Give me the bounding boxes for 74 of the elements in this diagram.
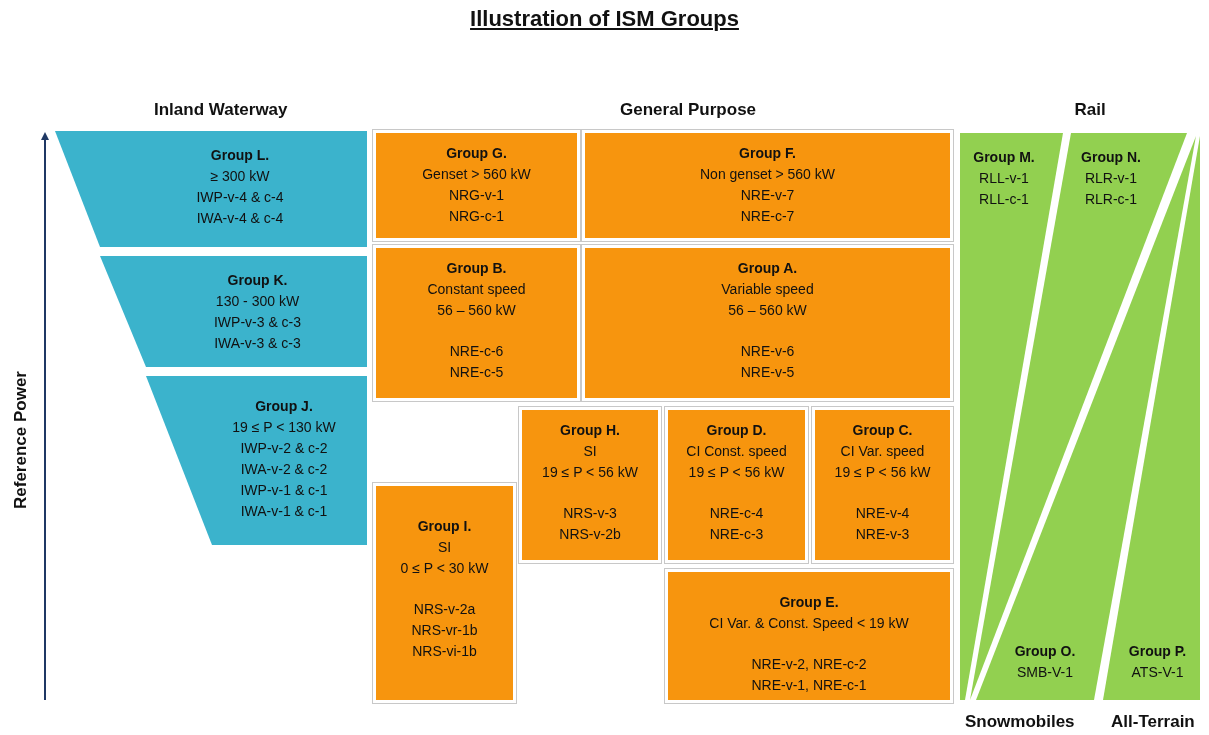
group-heading: Group C. (851, 421, 914, 440)
group-heading: Group E. (778, 593, 840, 612)
group-text: SI (582, 442, 598, 461)
group-text: NRE-v-5 (739, 363, 796, 382)
group-text: NRS-v-2b (558, 525, 622, 544)
group-heading: Group O. (1013, 642, 1077, 661)
group-text: IWP-v-2 & c-2 (239, 439, 329, 458)
group-text: NRE-c-6 (448, 342, 505, 361)
group-text: NRE-v-3 (854, 525, 911, 544)
group-text: NRE-v-2, NRE-c-2 (750, 655, 868, 674)
group-text: 19 ≤ P < 130 kW (231, 418, 337, 437)
group-text: Variable speed (720, 280, 815, 299)
column-heading: General Purpose (620, 100, 757, 120)
group-text: 19 ≤ P < 56 kW (833, 463, 932, 482)
group-heading: Group G. (445, 144, 508, 163)
group-text: Genset > 560 kW (421, 165, 532, 184)
group-text: IWA-v-1 & c-1 (239, 502, 329, 521)
group-text: IWA-v-4 & c-4 (195, 209, 285, 228)
group-text: NRE-c-4 (708, 504, 765, 523)
group-text: Non genset > 560 kW (699, 165, 836, 184)
group-text: NRE-v-6 (739, 342, 796, 361)
group-text: SI (436, 538, 453, 557)
group-text: NRE-c-5 (448, 363, 505, 382)
group-text: NRS-v-2a (412, 600, 477, 619)
group-text: NRS-vr-1b (410, 621, 479, 640)
group-heading: Group M. (972, 148, 1036, 167)
group-text: IWA-v-3 & c-3 (213, 334, 302, 353)
group-text: IWP-v-1 & c-1 (239, 481, 329, 500)
group-text: SMB-V-1 (1016, 663, 1074, 682)
group-text: ≥ 300 kW (209, 167, 271, 186)
group-heading: Group A. (736, 259, 799, 278)
group-text: NRE-c-3 (708, 525, 765, 544)
group-text: 19 ≤ P < 56 kW (687, 463, 786, 482)
group-text: 130 - 300 kW (214, 292, 301, 311)
group-text: RLR-c-1 (1083, 190, 1139, 209)
group-text: 56 – 560 kW (727, 301, 808, 320)
group-text: 0 ≤ P < 30 kW (399, 559, 490, 578)
group-text: Constant speed (426, 280, 527, 299)
column-footer: Snowmobiles (965, 712, 1075, 732)
group-heading: Group B. (445, 259, 508, 278)
group-text: CI Var. speed (839, 442, 926, 461)
group-text: IWP-v-4 & c-4 (195, 188, 285, 207)
group-heading: Group L. (209, 146, 271, 165)
group-heading: Group H. (559, 421, 621, 440)
group-text: NRE-v-7 (739, 186, 796, 205)
group-heading: Group K. (226, 271, 289, 290)
group-text: 56 – 560 kW (436, 301, 517, 320)
column-footer: All-Terrain (1111, 712, 1195, 732)
group-text: NRE-v-1, NRE-c-1 (750, 676, 868, 695)
group-heading: Group N. (1080, 148, 1142, 167)
group-text: NRE-c-7 (739, 207, 796, 226)
column-heading: Inland Waterway (154, 100, 288, 120)
group-text: 19 ≤ P < 56 kW (541, 463, 639, 482)
group-text: IWP-v-3 & c-3 (212, 313, 303, 332)
group-heading: Group F. (738, 144, 797, 163)
group-heading: Group I. (416, 517, 473, 536)
group-text: NRE-v-4 (854, 504, 911, 523)
group-text: NRG-c-1 (447, 207, 506, 226)
group-text: CI Const. speed (685, 442, 788, 461)
group-text: RLL-c-1 (978, 190, 1030, 209)
group-text: CI Var. & Const. Speed < 19 kW (708, 614, 910, 633)
axis-label: Reference Power (11, 371, 31, 509)
group-heading: Group J. (254, 397, 314, 416)
group-text: RLL-v-1 (978, 169, 1030, 188)
group-heading: Group P. (1127, 642, 1188, 661)
group-heading: Group D. (705, 421, 768, 440)
group-text: ATS-V-1 (1130, 663, 1185, 682)
group-text: NRS-vi-1b (411, 642, 478, 661)
diagram-title: Illustration of ISM Groups (469, 6, 740, 32)
group-text: NRS-v-3 (562, 504, 618, 523)
column-heading: Rail (1074, 100, 1106, 120)
group-text: NRG-v-1 (447, 186, 506, 205)
group-text: RLR-v-1 (1083, 169, 1139, 188)
group-text: IWA-v-2 & c-2 (239, 460, 329, 479)
